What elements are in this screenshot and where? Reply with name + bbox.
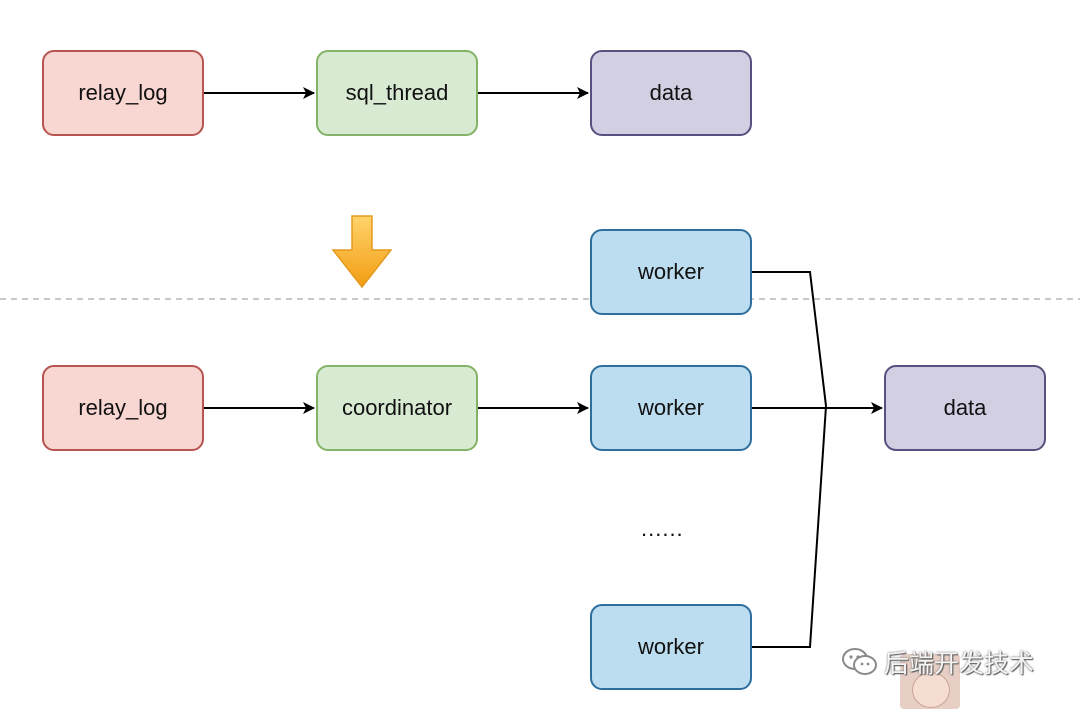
relay-log-label: relay_log xyxy=(78,80,168,105)
connector-worker-top xyxy=(752,271,827,407)
sql-thread-label: sql_thread xyxy=(345,80,449,105)
avatar xyxy=(900,654,960,709)
relay-log-label: relay_log xyxy=(78,395,168,420)
coordinator-node: coordinator xyxy=(316,365,478,451)
coordinator-label: coordinator xyxy=(341,395,453,420)
worker-label: worker xyxy=(637,395,704,420)
data-node-bottom: data xyxy=(884,365,1046,451)
workers-ellipsis: ...... xyxy=(641,516,684,541)
relay-log-node-bottom: relay_log xyxy=(42,365,204,451)
watermark-text: 后端开发技术 xyxy=(884,649,1035,678)
connector-worker-bottom xyxy=(752,405,827,648)
worker-node-3: worker xyxy=(590,604,752,690)
transition-down-arrow xyxy=(331,215,393,289)
worker-node-2: worker xyxy=(590,365,752,451)
data-label: data xyxy=(943,395,987,420)
worker-label: worker xyxy=(637,259,704,284)
worker-node-1: worker xyxy=(590,229,752,315)
data-label: data xyxy=(649,80,693,105)
sql-thread-node: sql_thread xyxy=(316,50,478,136)
watermark: 后端开发技术 xyxy=(840,644,1034,680)
data-node-top: data xyxy=(590,50,752,136)
worker-label: worker xyxy=(637,634,704,659)
wechat-icon xyxy=(842,648,877,675)
relay-log-node-top: relay_log xyxy=(42,50,204,136)
